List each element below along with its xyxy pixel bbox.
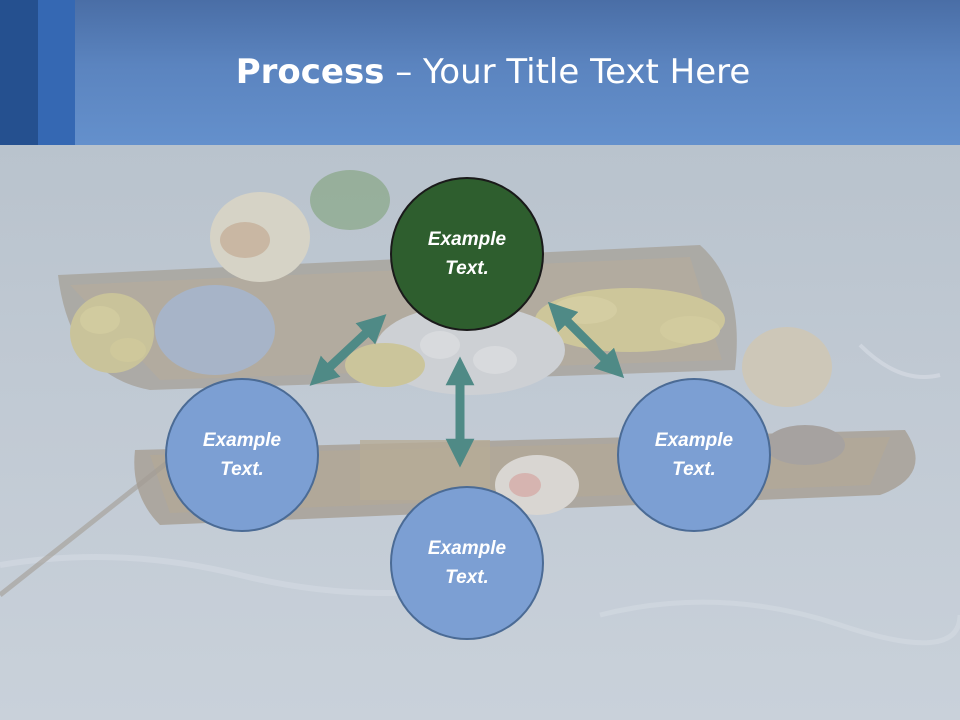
process-node-left[interactable]: Example Text. [165,378,319,532]
process-node-right[interactable]: Example Text. [617,378,771,532]
slide-header [0,0,960,145]
slide-title[interactable]: Process – Your Title Text Here [0,52,960,92]
title-bold: Process [235,52,385,92]
process-node-bottom[interactable]: Example Text. [390,486,544,640]
node-top-line2: Text. [445,258,489,279]
node-right-line2: Text. [672,459,716,480]
process-node-top[interactable]: Example Text. [390,177,544,331]
header-stripe-dark [0,0,38,145]
node-left-line1: Example [202,430,282,451]
node-bottom-line1: Example [427,538,507,559]
node-left-line2: Text. [220,459,264,480]
header-stripe-mid [38,0,75,145]
node-bottom-line2: Text. [445,567,489,588]
title-rest: – Your Title Text Here [384,52,751,92]
node-right-line1: Example [654,430,734,451]
node-top-line1: Example [427,229,507,250]
